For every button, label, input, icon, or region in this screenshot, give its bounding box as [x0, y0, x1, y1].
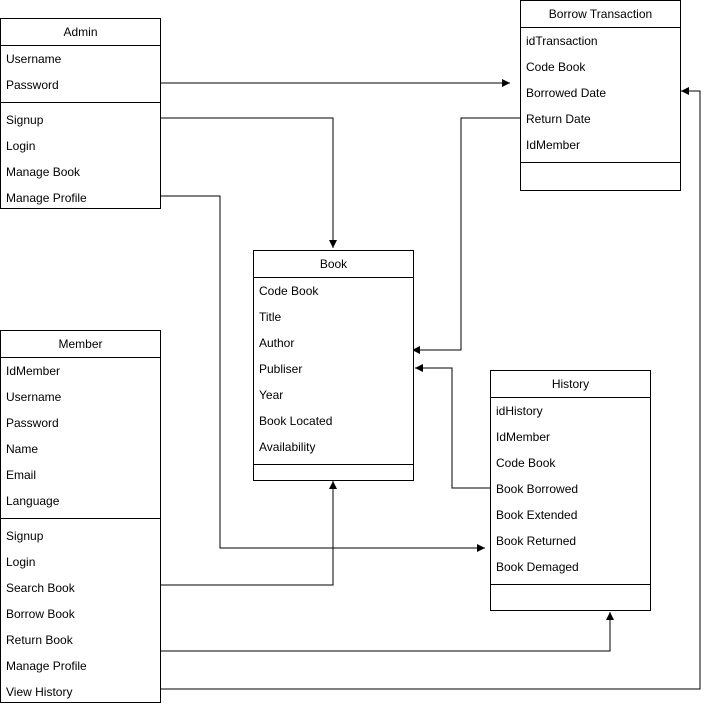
- admin-attr-username: Username: [6, 52, 62, 66]
- connector-member-search-book-to-book: [161, 481, 337, 586]
- admin-divider: [1, 102, 160, 103]
- member-attr-language: Language: [6, 494, 60, 508]
- book-attr-availability: Availability: [259, 440, 316, 454]
- member-method-view-history: View History: [6, 685, 73, 699]
- borrow-attr-code-book: Code Book: [526, 60, 586, 74]
- connector-admin-manage-profile-to-history: [161, 195, 485, 552]
- member-attr-username: Username: [6, 390, 62, 404]
- class-admin[interactable]: Admin Username Password Signup Login Man…: [0, 18, 161, 209]
- borrow-attr-borrowed-date: Borrowed Date: [526, 86, 607, 100]
- member-attr-email: Email: [6, 468, 37, 482]
- connector-history-book-borrowed-to-book: [415, 364, 491, 489]
- history-attr-code-book: Code Book: [496, 456, 556, 470]
- history-attr-idhistory: idHistory: [496, 404, 543, 418]
- book-divider: [254, 464, 413, 465]
- history-divider: [491, 584, 650, 585]
- borrow-attr-idmember: IdMember: [526, 138, 581, 152]
- history-attr-idmember: IdMember: [496, 430, 551, 444]
- admin-method-signup: Signup: [6, 113, 44, 127]
- connector-member-manage-profile-to-history: [161, 612, 614, 652]
- admin-method-manage-book: Manage Book: [6, 165, 81, 179]
- member-method-manage-profile: Manage Profile: [6, 659, 87, 673]
- borrow-attr-return-date: Return Date: [526, 112, 591, 126]
- borrow-attr-idtransaction: idTransaction: [526, 34, 598, 48]
- member-method-borrow-book: Borrow Book: [6, 607, 75, 621]
- member-method-search-book: Search Book: [6, 581, 75, 595]
- class-history[interactable]: History idHistory IdMember Code Book Boo…: [490, 370, 651, 611]
- class-admin-title: Admin: [1, 19, 160, 46]
- admin-attr-password: Password: [6, 78, 59, 92]
- class-borrow-transaction[interactable]: Borrow Transaction idTransaction Code Bo…: [520, 0, 681, 191]
- history-attr-book-demaged: Book Demaged: [496, 560, 579, 574]
- borrow-divider: [521, 162, 680, 163]
- member-attr-idmember: IdMember: [6, 364, 61, 378]
- member-method-return-book: Return Book: [6, 633, 73, 647]
- connector-member-view-history-to-borrow: [161, 87, 701, 690]
- history-attr-book-borrowed: Book Borrowed: [496, 482, 579, 496]
- member-method-signup: Signup: [6, 529, 44, 543]
- book-attr-code-book: Code Book: [259, 284, 319, 298]
- connector-borrow-return-date-to-book: [412, 117, 521, 354]
- member-divider: [1, 518, 160, 519]
- book-attr-author: Author: [259, 336, 295, 350]
- book-attr-year: Year: [259, 388, 284, 402]
- book-attr-book-located: Book Located: [259, 414, 333, 428]
- member-attr-name: Name: [6, 442, 39, 456]
- member-method-login: Login: [6, 555, 36, 569]
- history-attr-book-extended: Book Extended: [496, 508, 578, 522]
- class-history-title: History: [491, 371, 650, 398]
- admin-method-manage-profile: Manage Profile: [6, 191, 87, 205]
- book-attr-publiser: Publiser: [259, 362, 303, 376]
- connector-admin-signup-to-book: [161, 117, 337, 248]
- class-book[interactable]: Book Code Book Title Author Publiser Yea…: [253, 250, 414, 481]
- class-member[interactable]: Member IdMember Username Password Name E…: [0, 330, 161, 703]
- book-attr-title: Title: [259, 310, 282, 324]
- member-attr-password: Password: [6, 416, 59, 430]
- history-attr-book-returned: Book Returned: [496, 534, 577, 548]
- class-borrow-transaction-title: Borrow Transaction: [521, 1, 680, 28]
- admin-method-login: Login: [6, 139, 36, 153]
- class-book-title: Book: [254, 251, 413, 278]
- class-member-title: Member: [1, 331, 160, 358]
